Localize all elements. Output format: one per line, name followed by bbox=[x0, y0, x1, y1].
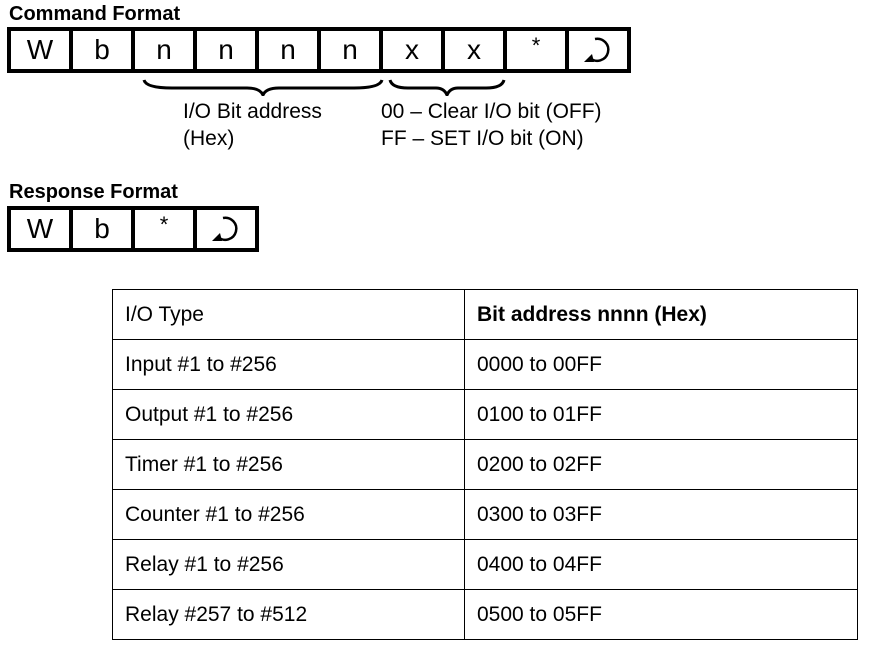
bit-address-cell: 0000 to 00FF bbox=[464, 339, 858, 390]
table-row: Output #1 to #256 0100 to 01FF bbox=[112, 389, 858, 440]
response-cell-w: W bbox=[11, 210, 73, 248]
command-cell-x2: x bbox=[445, 31, 507, 69]
command-cell-n3: n bbox=[259, 31, 321, 69]
value-note: 00 – Clear I/O bit (OFF) FF – SET I/O bi… bbox=[381, 98, 602, 152]
io-type-cell: Timer #1 to #256 bbox=[112, 439, 465, 490]
carriage-return-icon bbox=[584, 37, 610, 63]
bit-address-cell: 0200 to 02FF bbox=[464, 439, 858, 490]
value-note-line2: FF – SET I/O bit (ON) bbox=[381, 127, 584, 150]
command-cell-n2: n bbox=[197, 31, 259, 69]
command-format-boxes: W b n n n n x x * bbox=[7, 27, 631, 73]
bit-address-cell: 0500 to 05FF bbox=[464, 589, 858, 640]
io-type-cell: Counter #1 to #256 bbox=[112, 489, 465, 540]
io-address-table: I/O Type Bit address nnnn (Hex) Input #1… bbox=[112, 289, 858, 640]
response-cell-star: * bbox=[135, 210, 197, 248]
table-row: Input #1 to #256 0000 to 00FF bbox=[112, 339, 858, 390]
command-cell-n1: n bbox=[135, 31, 197, 69]
response-cell-b: b bbox=[73, 210, 135, 248]
address-note: I/O Bit address (Hex) bbox=[183, 98, 322, 152]
header-bit-address: Bit address nnnn (Hex) bbox=[464, 289, 858, 340]
io-type-cell: Input #1 to #256 bbox=[112, 339, 465, 390]
table-row: Relay #1 to #256 0400 to 04FF bbox=[112, 539, 858, 590]
command-cell-w: W bbox=[11, 31, 73, 69]
bit-address-cell: 0300 to 03FF bbox=[464, 489, 858, 540]
io-type-cell: Output #1 to #256 bbox=[112, 389, 465, 440]
value-brace bbox=[388, 79, 506, 96]
table-header-row: I/O Type Bit address nnnn (Hex) bbox=[112, 289, 858, 340]
address-note-line1: I/O Bit address bbox=[183, 100, 322, 123]
table-row: Relay #257 to #512 0500 to 05FF bbox=[112, 589, 858, 640]
command-cell-b: b bbox=[73, 31, 135, 69]
response-format-title: Response Format bbox=[9, 181, 178, 203]
bit-address-cell: 0400 to 04FF bbox=[464, 539, 858, 590]
table-row: Timer #1 to #256 0200 to 02FF bbox=[112, 439, 858, 490]
bit-address-cell: 0100 to 01FF bbox=[464, 389, 858, 440]
header-io-type: I/O Type bbox=[112, 289, 465, 340]
io-type-cell: Relay #257 to #512 bbox=[112, 589, 465, 640]
command-format-title: Command Format bbox=[9, 3, 181, 25]
value-note-line1: 00 – Clear I/O bit (OFF) bbox=[381, 100, 602, 123]
command-cell-terminator bbox=[569, 31, 627, 69]
carriage-return-icon bbox=[212, 216, 238, 242]
table-row: Counter #1 to #256 0300 to 03FF bbox=[112, 489, 858, 540]
command-cell-x1: x bbox=[383, 31, 445, 69]
response-format-boxes: W b * bbox=[7, 206, 259, 252]
response-cell-terminator bbox=[197, 210, 255, 248]
address-note-line2: (Hex) bbox=[183, 127, 235, 150]
io-type-cell: Relay #1 to #256 bbox=[112, 539, 465, 590]
command-cell-n4: n bbox=[321, 31, 383, 69]
address-brace bbox=[142, 79, 384, 96]
command-cell-star: * bbox=[507, 31, 569, 69]
